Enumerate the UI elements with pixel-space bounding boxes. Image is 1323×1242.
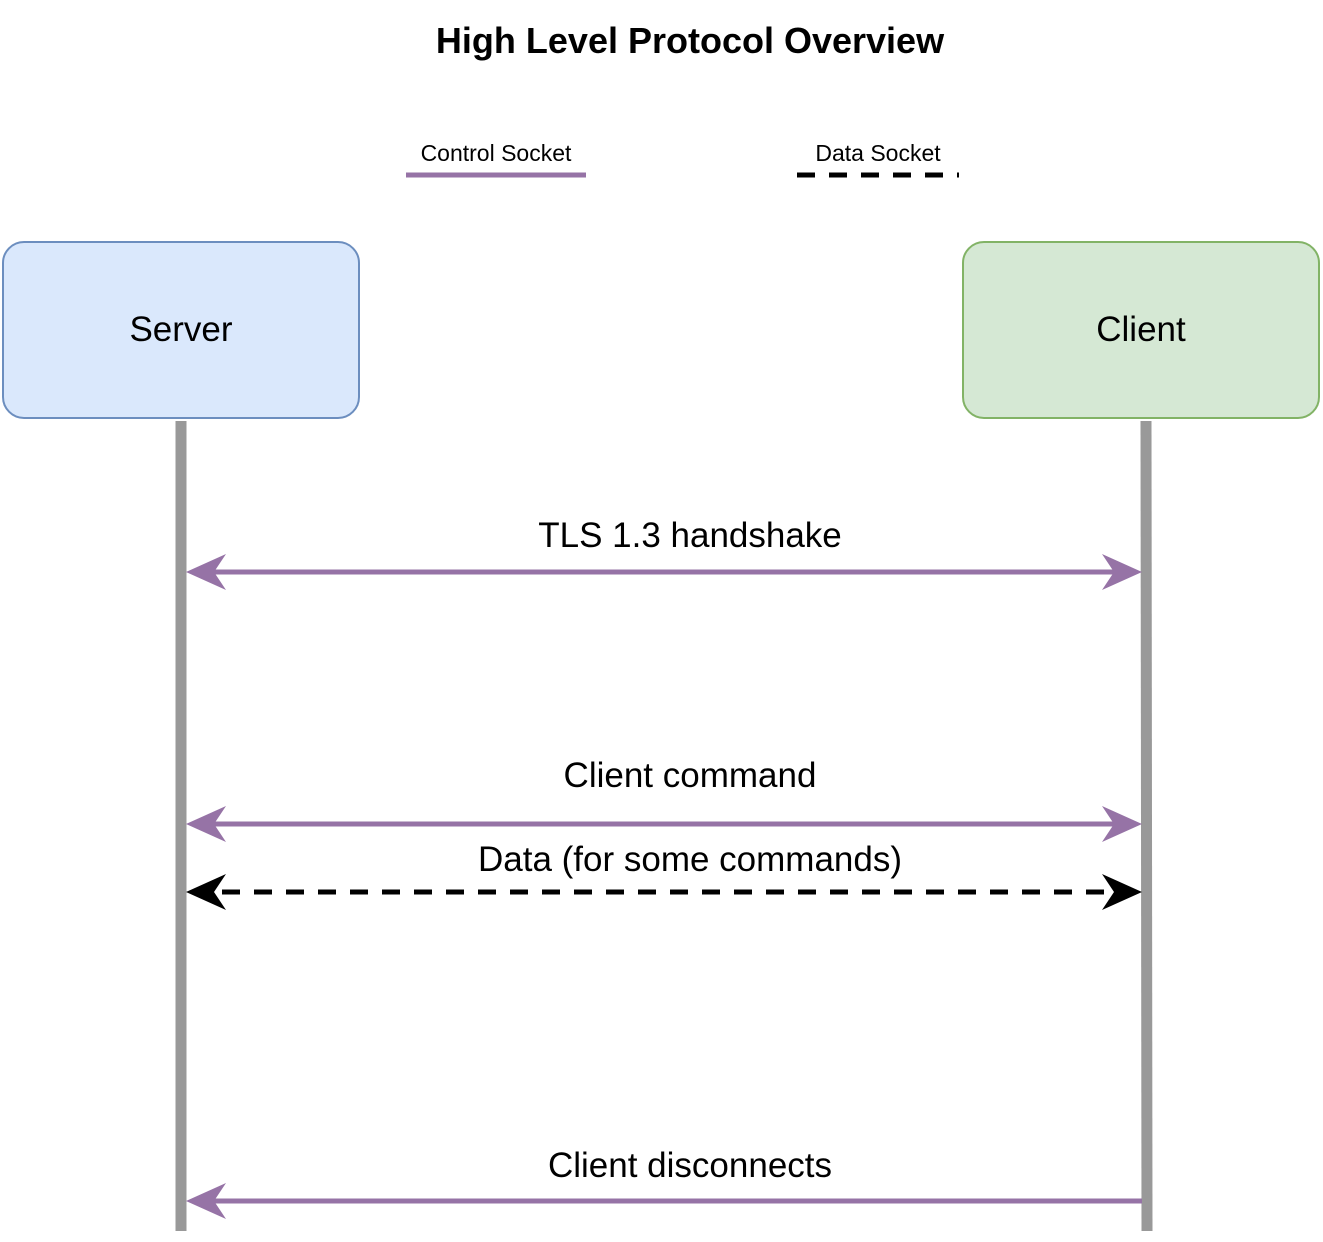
message-data-label: Data (for some commands) (477, 840, 903, 879)
client-box: Client (962, 241, 1320, 419)
legend-data-socket-label: Data Socket (815, 140, 941, 166)
server-box: Server (2, 241, 360, 419)
client-lifeline (1140, 420, 1153, 1232)
diagram-title: High Level Protocol Overview (435, 20, 945, 61)
message-client-disconnects-label: Client disconnects (547, 1146, 833, 1185)
legend-control-socket-label: Control Socket (420, 140, 572, 166)
message-data-arrow (186, 874, 1142, 910)
message-tls-handshake-label: TLS 1.3 handshake (538, 516, 842, 555)
message-client-disconnects-arrow (186, 1183, 1142, 1219)
message-tls-handshake-arrow (186, 554, 1142, 590)
message-client-command-label: Client command (563, 756, 817, 795)
message-client-command-arrow (186, 806, 1142, 842)
